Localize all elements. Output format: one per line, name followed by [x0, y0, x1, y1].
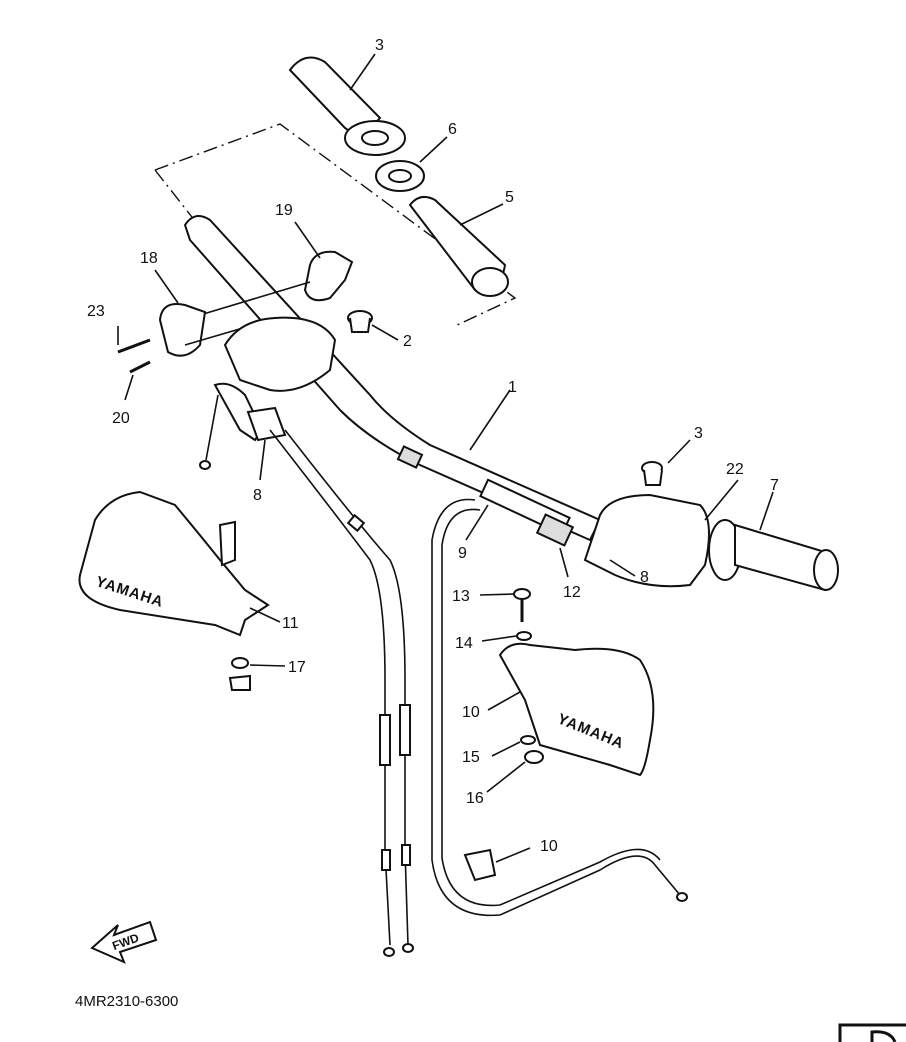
callout-22: 23	[87, 303, 105, 320]
corner-box	[838, 1023, 906, 1042]
master-cylinder-part	[583, 461, 742, 588]
leader-lines	[117, 53, 774, 863]
bolt-22-part	[117, 338, 151, 354]
washer-part	[375, 160, 425, 192]
bolt-21-part	[129, 360, 151, 374]
clamp-lower-part	[158, 303, 271, 357]
nut-17-part	[524, 750, 544, 764]
callout-15: 14	[455, 635, 473, 652]
callout-9: 9	[458, 545, 467, 562]
handlebar-part	[183, 215, 602, 542]
callout-8-left: 8	[253, 487, 262, 504]
callout-23: 22	[726, 461, 744, 478]
callout-17: 16	[466, 790, 484, 807]
washer-15-part	[516, 631, 532, 641]
brake-hose-part	[431, 498, 688, 917]
nut-18-part	[228, 657, 251, 691]
callout-5: 5	[505, 189, 514, 206]
throttle-grip-part	[734, 523, 839, 592]
callout-6: 6	[448, 121, 457, 138]
clamp-upper-part	[199, 250, 354, 316]
callout-20: 19	[275, 202, 293, 219]
callout-21: 20	[112, 410, 130, 427]
hand-guard-left-part: YAMAHA	[78, 490, 270, 637]
callout-1: 1	[508, 379, 517, 396]
washer-16-part	[520, 735, 536, 745]
callout-18: 17	[288, 659, 306, 676]
throttle-cables-part	[269, 429, 414, 957]
callout-7: 7	[770, 477, 779, 494]
callout-2: 2	[403, 333, 412, 350]
callout-16: 15	[462, 749, 480, 766]
callout-11: 10	[462, 704, 480, 721]
clutch-lever-assembly	[199, 316, 337, 470]
callout-10: 10	[540, 838, 558, 855]
adjuster-part	[479, 478, 575, 547]
callout-8-right: 8	[640, 569, 649, 586]
grip-right-part	[408, 195, 509, 297]
callout-13: 12	[563, 584, 581, 601]
diagram-part-number: 4MR2310-6300	[75, 993, 178, 1010]
cap-2-part	[347, 310, 373, 333]
assembly-frame	[154, 123, 517, 327]
fwd-arrow-icon: FWD	[90, 920, 158, 964]
callout-12: 11	[282, 615, 299, 632]
callout-4: 3	[375, 37, 384, 54]
bolt-14-part	[513, 588, 531, 622]
callout-19: 18	[140, 250, 158, 267]
callout-3: 3	[694, 425, 703, 442]
callout-14: 13	[452, 588, 470, 605]
grip-left-part	[288, 56, 406, 156]
hand-guard-right-part: YAMAHA	[498, 642, 655, 777]
